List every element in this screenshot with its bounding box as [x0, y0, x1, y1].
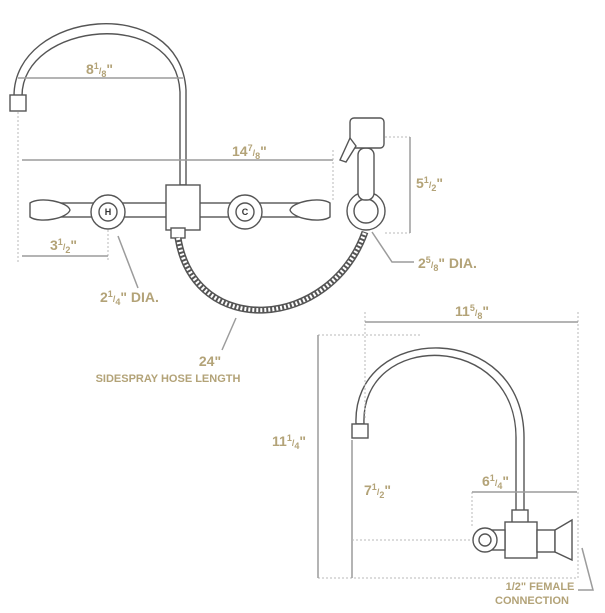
spray-handle — [357, 147, 375, 201]
total-height-label: 111/4" — [272, 433, 306, 451]
hot-label: H — [105, 207, 112, 217]
hose-connector — [170, 227, 186, 239]
hose-caption: SIDESPRAY HOSE LENGTH — [96, 373, 241, 385]
spray-head — [349, 117, 385, 149]
flange-dia-label: 21/4" DIA. — [100, 289, 159, 307]
wall-faucet-side-view: 115/8" 111/4" 71/2" 61/4" 1/2" FEMALE CO… — [272, 303, 594, 607]
spray-trigger — [339, 136, 357, 163]
side-nozzle — [351, 423, 369, 439]
connection-label-line1: 1/2" FEMALE — [506, 581, 575, 593]
cold-cap — [235, 202, 255, 222]
spray-base-dia-label: 25/8" DIA. — [418, 255, 477, 273]
sidespray-hose — [174, 230, 369, 314]
spray-height-label: 51/2" — [416, 175, 443, 193]
wall-flange — [554, 518, 573, 562]
connection-label-line2: CONNECTION — [495, 595, 569, 607]
wall-faucet-front-view: H C 81/8" 147/8" 51/2" 25/8" DIA. 31/2" … — [9, 23, 477, 385]
center-width-label: 147/8" — [232, 143, 267, 161]
cold-label: C — [242, 207, 249, 217]
hose-length-label: 24" — [199, 353, 221, 369]
spout — [13, 23, 187, 186]
handle-offset-label: 31/2" — [50, 237, 77, 255]
spout-nozzle — [9, 94, 27, 112]
hot-lever — [29, 199, 71, 221]
center-body — [165, 184, 201, 231]
wall-offset-label: 61/4" — [482, 473, 509, 491]
total-reach-label: 115/8" — [455, 303, 489, 321]
spout-height-label: 71/2" — [364, 482, 391, 500]
valve-body — [504, 521, 538, 559]
hot-cap — [98, 202, 118, 222]
spout-reach-label: 81/8" — [86, 61, 113, 79]
cold-lever — [289, 199, 331, 221]
